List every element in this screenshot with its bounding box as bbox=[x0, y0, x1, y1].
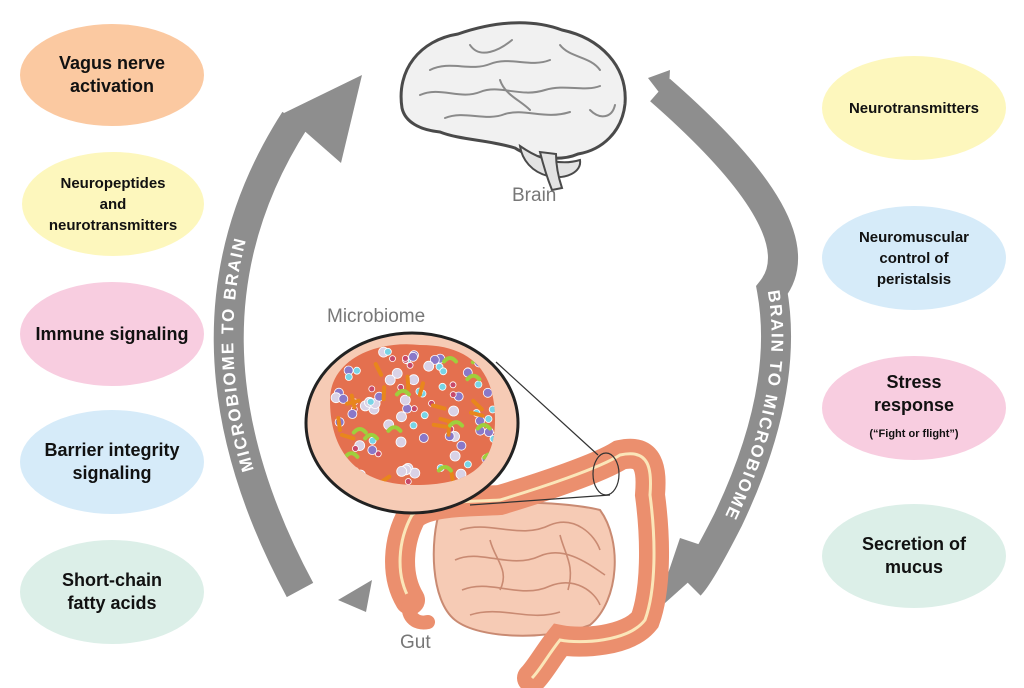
microbe bbox=[410, 405, 418, 413]
rod-bacterium bbox=[417, 381, 425, 397]
microbe bbox=[338, 393, 349, 404]
microbe bbox=[399, 394, 411, 406]
microbe bbox=[368, 385, 376, 393]
microbe bbox=[406, 361, 414, 369]
rod-bacterium bbox=[381, 385, 387, 402]
left-arrow-head bbox=[284, 75, 362, 163]
rod-bacterium bbox=[430, 403, 447, 411]
microbe bbox=[488, 405, 495, 414]
mucus-secretion-box: Secretion of mucus bbox=[822, 504, 1006, 608]
curved-bacterium bbox=[363, 432, 380, 441]
microbe bbox=[408, 351, 419, 362]
microbe bbox=[384, 374, 396, 386]
curved-bacterium bbox=[475, 423, 492, 431]
curved-bacterium bbox=[465, 373, 482, 382]
curved-bacterium bbox=[436, 465, 453, 473]
brain-to-microbiome-arrow: BRAIN TO MICROBIOME bbox=[648, 70, 799, 612]
microbe bbox=[449, 450, 461, 462]
curved-bacterium bbox=[343, 451, 360, 459]
microbe bbox=[389, 355, 396, 363]
microbiome-label: Microbiome bbox=[327, 306, 426, 327]
microbe bbox=[456, 440, 467, 451]
microbe bbox=[484, 415, 493, 423]
appendix bbox=[401, 593, 435, 630]
curved-bacterium bbox=[394, 388, 411, 397]
left-arrow-shaft bbox=[213, 111, 314, 598]
microbe bbox=[474, 380, 483, 389]
vagus-nerve-activation-box: Vagus nerve activation bbox=[20, 24, 204, 126]
microbe bbox=[429, 354, 440, 365]
stress-response-box: Stress response (“Fight or flight”) bbox=[822, 356, 1006, 460]
microbe bbox=[449, 391, 457, 399]
rod-bacterium bbox=[431, 422, 448, 429]
curved-bacterium bbox=[386, 425, 403, 433]
microbe bbox=[438, 382, 447, 391]
zoom-lines bbox=[469, 361, 620, 506]
microbe bbox=[367, 445, 378, 456]
microbe bbox=[396, 411, 407, 423]
rod-bacterium bbox=[405, 374, 411, 391]
microbe bbox=[347, 409, 358, 419]
microbe bbox=[482, 387, 493, 398]
microbe bbox=[418, 433, 429, 443]
right-arrow-shaft bbox=[650, 78, 799, 596]
brain-label: Brain bbox=[512, 185, 557, 206]
small-intestine-loops bbox=[454, 521, 606, 616]
microbe bbox=[448, 405, 460, 417]
microbe bbox=[352, 366, 361, 375]
microbe bbox=[401, 354, 409, 362]
microbe bbox=[409, 421, 418, 430]
microbe bbox=[423, 360, 435, 372]
short-chain-fatty-acids-box: Short-chain fatty acids bbox=[20, 540, 204, 644]
microbe bbox=[463, 460, 472, 469]
microbe bbox=[420, 411, 429, 420]
rod-bacterium bbox=[349, 393, 357, 410]
microbe bbox=[449, 381, 457, 389]
microbe bbox=[408, 374, 420, 386]
rod-bacterium bbox=[469, 410, 485, 418]
curved-bacterium bbox=[448, 420, 465, 428]
neurotransmitters-box: Neurotransmitters bbox=[822, 56, 1006, 160]
microbiome-to-brain-arrow: MICROBIOME TO BRAIN bbox=[213, 75, 372, 612]
rod-bacterium bbox=[336, 416, 342, 433]
brain-illustration bbox=[399, 21, 627, 192]
microbe bbox=[344, 373, 353, 381]
microbe bbox=[351, 445, 359, 452]
microbe bbox=[395, 436, 407, 448]
microbe bbox=[402, 403, 413, 414]
microbe bbox=[366, 397, 375, 406]
immune-signaling-box: Immune signaling bbox=[20, 282, 204, 386]
microbe bbox=[404, 478, 412, 485]
microbe bbox=[383, 347, 392, 356]
right-arrow-tail bbox=[648, 70, 670, 104]
microbe bbox=[391, 367, 403, 379]
microbe bbox=[439, 367, 448, 376]
rod-bacterium bbox=[339, 432, 356, 441]
right-arrow-head bbox=[655, 538, 722, 612]
rod-bacterium bbox=[438, 416, 455, 425]
fight-or-flight-note: (“Fight or flight”) bbox=[869, 427, 959, 440]
gut-label: Gut bbox=[400, 632, 431, 653]
small-intestine bbox=[432, 501, 616, 637]
neuropeptides-box: Neuropeptides and neurotransmitters bbox=[22, 152, 204, 256]
brain-folds bbox=[419, 39, 616, 119]
left-arrow-tail bbox=[338, 580, 372, 612]
microbe bbox=[396, 465, 408, 477]
microbiome-cross-section bbox=[304, 331, 520, 515]
rod-bacterium bbox=[471, 398, 484, 412]
peristalsis-box: Neuromuscular control of peristalsis bbox=[822, 206, 1006, 310]
barrier-integrity-box: Barrier integrity signaling bbox=[20, 410, 204, 514]
curved-bacterium bbox=[442, 356, 458, 364]
curved-bacterium bbox=[351, 427, 368, 435]
rod-bacterium bbox=[373, 362, 384, 377]
brain-stem bbox=[538, 150, 564, 192]
